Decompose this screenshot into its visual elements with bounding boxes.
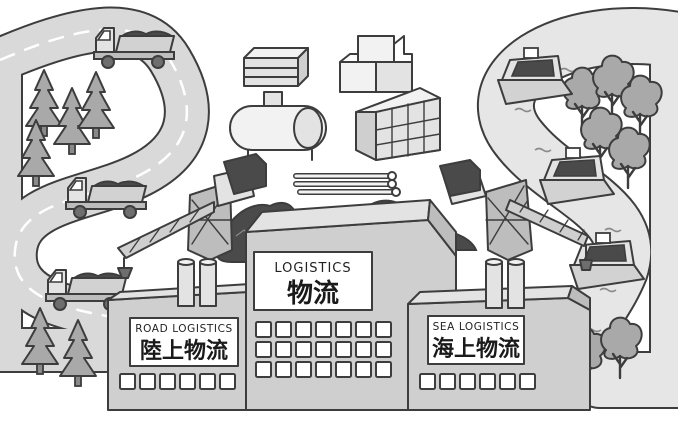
window (159, 373, 176, 390)
window (255, 321, 272, 338)
window (459, 373, 476, 390)
window (295, 341, 312, 358)
right-warehouse (407, 258, 591, 411)
window (355, 361, 372, 378)
pipe-bundle (293, 171, 401, 197)
window (439, 373, 456, 390)
window (355, 341, 372, 358)
cube-stack (339, 35, 413, 93)
window (295, 321, 312, 338)
window (255, 341, 272, 358)
sign-road: ROAD LOGISTICS 陸上物流 (135, 323, 233, 364)
container-building (355, 87, 441, 161)
gas-tank (229, 91, 327, 161)
building-windows (119, 321, 536, 390)
sign-road-jp: 陸上物流 (140, 338, 228, 364)
gantry-crane-right (439, 159, 593, 271)
sign-road-en: ROAD LOGISTICS (135, 323, 233, 335)
window (295, 361, 312, 378)
sign-center: LOGISTICS 物流 (274, 261, 351, 309)
window (255, 361, 272, 378)
sign-center-en: LOGISTICS (274, 261, 351, 276)
window (335, 341, 352, 358)
window (119, 373, 136, 390)
window (335, 361, 352, 378)
sign-sea-en: SEA LOGISTICS (433, 321, 520, 333)
stacked-boxes (243, 47, 309, 87)
gantry-crane-left (117, 153, 267, 279)
window (375, 321, 392, 338)
window (179, 373, 196, 390)
window (355, 321, 372, 338)
window (315, 361, 332, 378)
window (199, 373, 216, 390)
sign-sea-jp: 海上物流 (432, 336, 520, 362)
window (479, 373, 496, 390)
window (519, 373, 536, 390)
window (375, 361, 392, 378)
window (375, 341, 392, 358)
window (315, 341, 332, 358)
window (499, 373, 516, 390)
window (275, 341, 292, 358)
window (139, 373, 156, 390)
sign-center-jp: 物流 (287, 279, 339, 309)
window (335, 321, 352, 338)
window (315, 321, 332, 338)
window (275, 321, 292, 338)
cargo-items (229, 35, 441, 197)
sign-sea: SEA LOGISTICS 海上物流 (432, 321, 520, 362)
window (219, 373, 236, 390)
window (275, 361, 292, 378)
window (419, 373, 436, 390)
